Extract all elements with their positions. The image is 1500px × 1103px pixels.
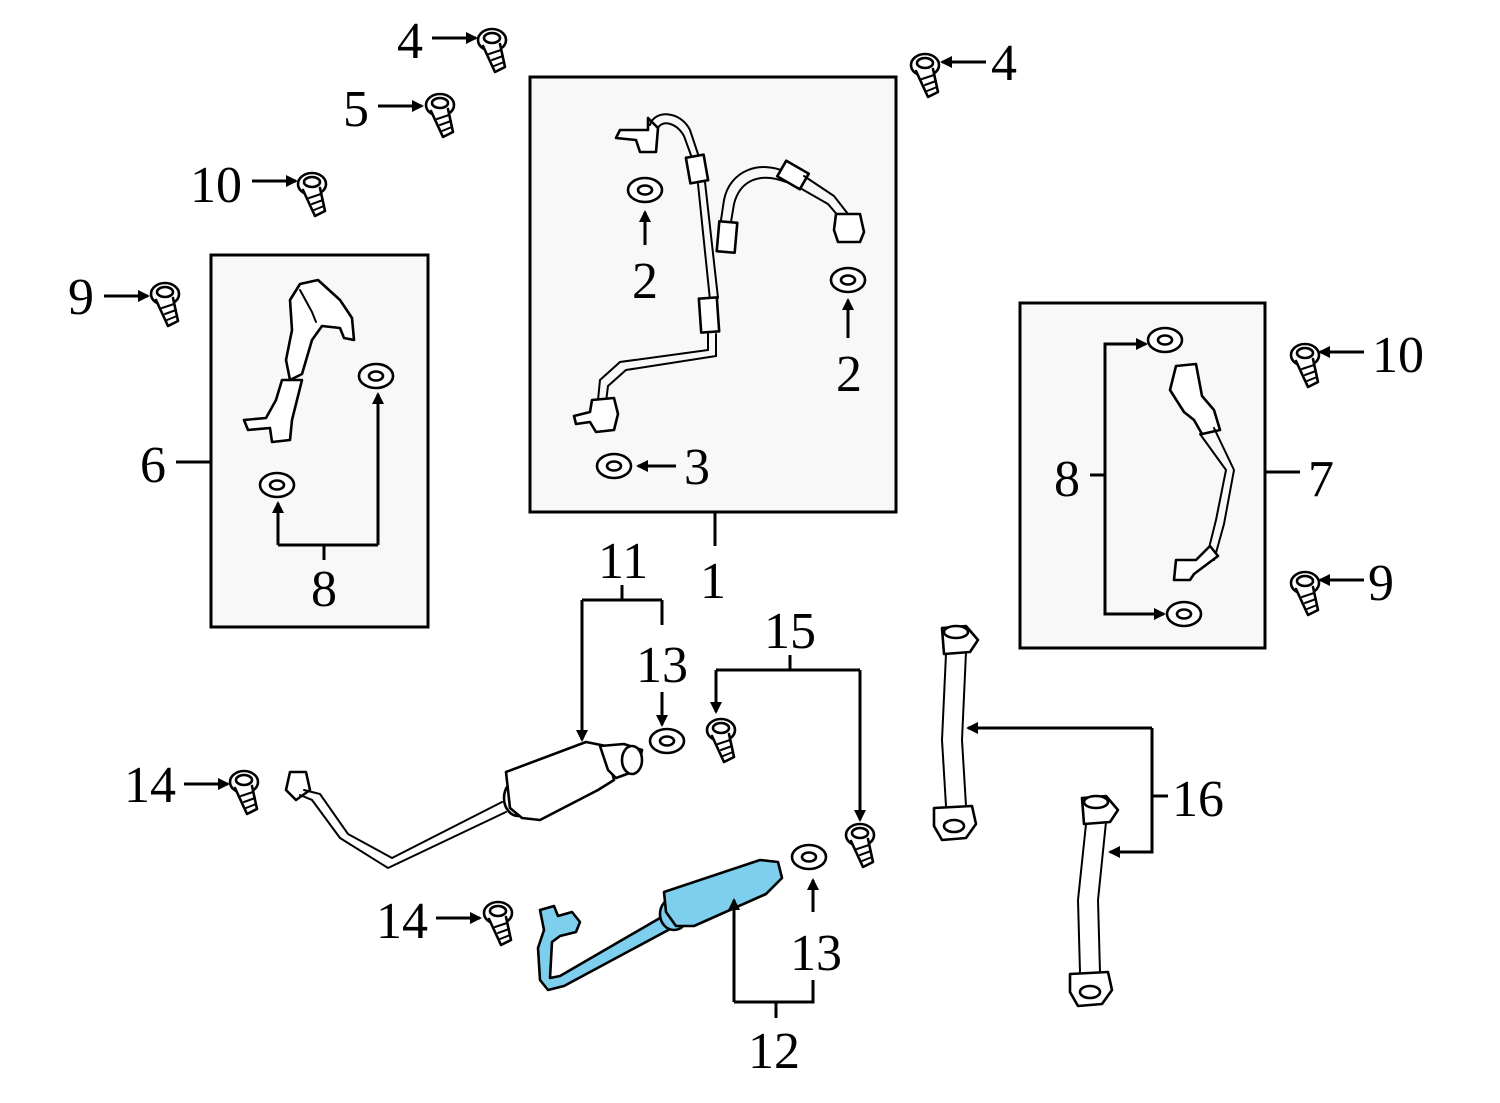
bolt-15b-part[interactable]	[844, 822, 876, 869]
washer-2b-part[interactable]	[829, 266, 867, 294]
box-part-1	[528, 75, 898, 514]
callout-3: 3	[684, 439, 710, 496]
washer-8d-part[interactable]	[1165, 600, 1203, 628]
callout-9b: 9	[1368, 555, 1394, 612]
washer-8a-part[interactable]	[357, 362, 395, 390]
callout-10a: 10	[190, 157, 242, 214]
callout-1: 1	[700, 553, 726, 610]
washer-8c-part[interactable]	[1146, 326, 1184, 354]
bolt-14a-part[interactable]	[228, 769, 260, 816]
bolt-4b-part[interactable]	[909, 52, 941, 99]
callout-13a: 13	[636, 637, 688, 694]
bolt-10b-part[interactable]	[1289, 342, 1321, 389]
washer-13b-part[interactable]	[790, 843, 828, 871]
oil-line-part-11[interactable]	[284, 740, 644, 870]
callout-2b: 2	[836, 346, 862, 403]
bolt-15a-part[interactable]	[705, 717, 737, 764]
callout-8b: 8	[1054, 451, 1080, 508]
washer-3-part[interactable]	[595, 452, 633, 480]
callout-7: 7	[1308, 451, 1334, 508]
oil-line-part-7[interactable]	[1168, 362, 1236, 582]
bolt-9b-part[interactable]	[1289, 570, 1321, 617]
arrow-16b	[1108, 728, 1154, 858]
turbo-oil-feed-line-assembly[interactable]	[572, 113, 866, 434]
callout-8a: 8	[311, 561, 337, 618]
callout-11: 11	[598, 533, 648, 590]
callout-9a: 9	[68, 269, 94, 326]
callout-4a: 4	[397, 13, 423, 70]
oil-line-part-12-highlighted[interactable]	[536, 858, 784, 992]
callout-10b: 10	[1372, 327, 1424, 384]
callout-6: 6	[140, 437, 166, 494]
washer-2a-part[interactable]	[626, 176, 664, 204]
callout-2a: 2	[632, 253, 658, 310]
bolt-4a-part[interactable]	[476, 27, 508, 74]
callout-14b: 14	[376, 893, 428, 950]
bolt-9a-part[interactable]	[149, 281, 181, 328]
washer-8b-part[interactable]	[258, 471, 296, 499]
oil-line-part-6[interactable]	[242, 278, 356, 444]
bolt-5-part[interactable]	[424, 92, 456, 139]
callout-13b: 13	[790, 925, 842, 982]
bolt-10a-part[interactable]	[296, 171, 328, 218]
callout-4b: 4	[991, 35, 1017, 92]
oil-line-part-16a[interactable]	[932, 624, 980, 842]
callout-15: 15	[764, 603, 816, 660]
bolt-14b-part[interactable]	[482, 900, 514, 947]
washer-13a-part[interactable]	[648, 727, 686, 755]
callout-16: 16	[1172, 771, 1224, 828]
callout-14a: 14	[124, 757, 176, 814]
oil-line-part-16b[interactable]	[1068, 794, 1120, 1008]
callout-5: 5	[343, 81, 369, 138]
bracket-8a	[278, 543, 378, 560]
callout-12: 12	[748, 1023, 800, 1080]
